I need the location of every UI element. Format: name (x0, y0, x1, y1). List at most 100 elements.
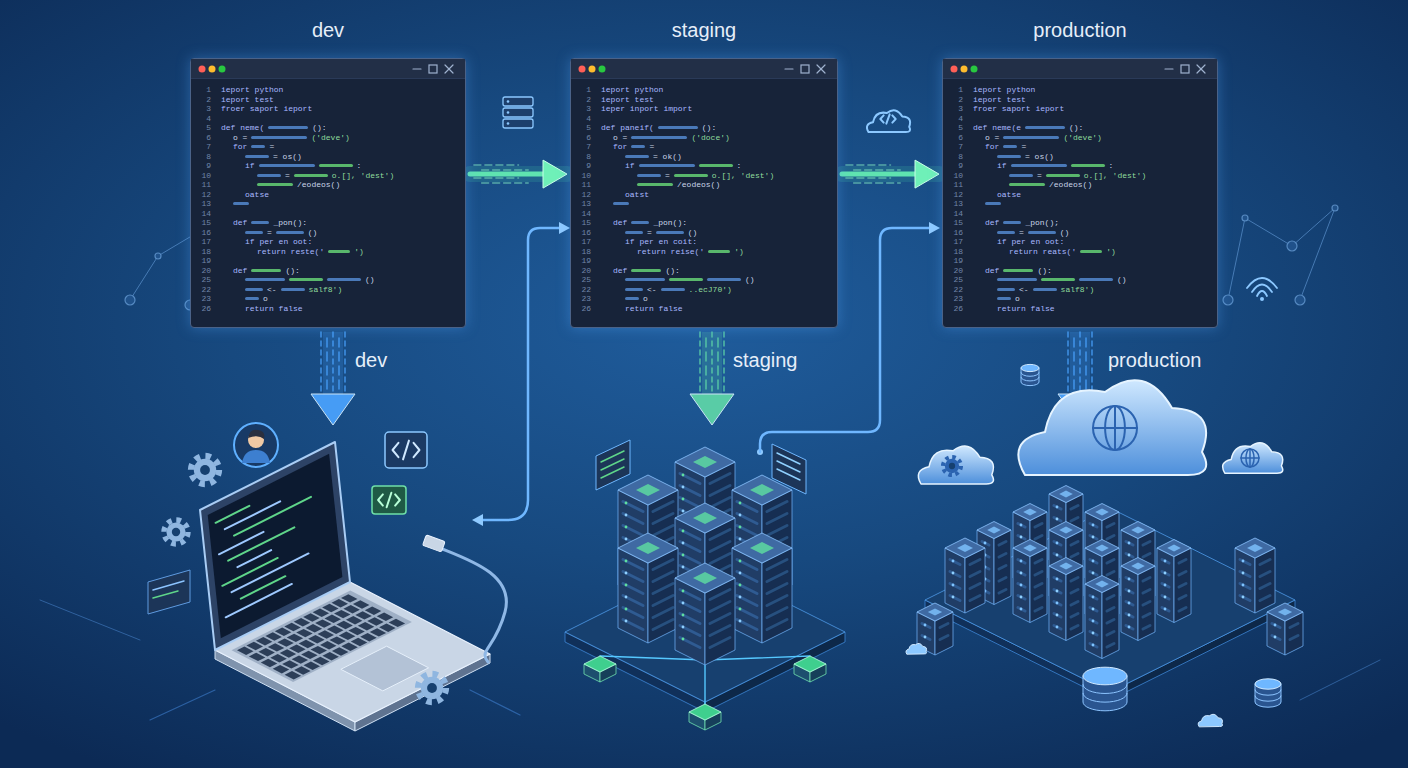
box-top (1235, 538, 1275, 558)
code-line: 18return reats('') (947, 247, 1150, 257)
server-slot (1126, 542, 1133, 546)
route-head (472, 514, 483, 526)
code-line: 8= ok() (575, 152, 778, 162)
flow-streak (1091, 332, 1093, 393)
wifi-arc (1247, 278, 1277, 288)
server-led (1092, 572, 1095, 575)
database-ring (1021, 373, 1039, 377)
server-top-glow (1095, 581, 1109, 588)
arrow-head (543, 160, 567, 188)
cluster-link (704, 660, 705, 704)
code-token: oatse (245, 190, 269, 200)
maximize-control (1181, 65, 1189, 73)
server-led (739, 584, 742, 587)
code-line: 25() (575, 275, 778, 285)
code-token: (): (665, 266, 679, 276)
server-slot (623, 560, 643, 570)
code-bar (1003, 136, 1059, 139)
code-bar (245, 288, 263, 291)
server-slot (1018, 524, 1025, 528)
box-top (689, 704, 721, 720)
server-slot (710, 554, 730, 564)
server-led (1164, 608, 1167, 611)
code-token: ') (1106, 247, 1116, 257)
line-number: 26 (575, 304, 591, 314)
code-token: def paneif( (601, 123, 654, 133)
line-number: 16 (575, 228, 591, 238)
server-slot (653, 596, 673, 606)
server-slot (710, 602, 730, 612)
server-slot (1054, 518, 1061, 522)
server-slot (1054, 626, 1061, 630)
code-token: ..ecJ70') (689, 285, 732, 295)
code-bar (294, 174, 328, 177)
code-bar (276, 231, 304, 234)
flow-streak (1067, 332, 1069, 393)
line-number: 14 (195, 209, 211, 219)
code-token: /eodeos() (297, 180, 340, 190)
code-token: (): (702, 123, 716, 133)
server-led (1092, 560, 1095, 563)
line-number: 4 (947, 114, 963, 124)
server-led (1092, 620, 1095, 623)
server-led (739, 514, 742, 517)
server-top-glow (636, 484, 660, 496)
box-left (1235, 548, 1255, 613)
circuit-line (470, 690, 520, 715)
route-head (559, 222, 570, 234)
code-line: 6o =('deve') (947, 133, 1150, 143)
close-control (445, 65, 453, 73)
code-line: 5def neme(e(): (947, 123, 1150, 133)
code-line: 4 (947, 114, 1150, 124)
server-slot (1179, 608, 1186, 612)
code-line: 10=o.[], 'dest') (947, 171, 1150, 181)
server-slot (1107, 608, 1114, 612)
server-slot (737, 596, 757, 606)
code-token: o = (233, 133, 247, 143)
server-slot (1054, 554, 1061, 558)
cloud-shape (1223, 443, 1283, 473)
minimize-control (1165, 68, 1173, 69)
code-line: 13 (947, 199, 1150, 209)
code-token: = (269, 142, 274, 152)
globe-axis (1114, 406, 1116, 450)
gear-body (166, 522, 185, 541)
server-slot (1071, 518, 1078, 522)
code-line: 26return false (195, 304, 398, 314)
server-top-glow (987, 527, 1001, 534)
server-slot (1107, 572, 1114, 576)
box-right (1030, 548, 1047, 623)
line-number: 12 (195, 190, 211, 200)
server-top-glow (928, 608, 942, 615)
server-slot (1107, 596, 1114, 600)
box-top (1085, 576, 1119, 593)
server-slot (1035, 596, 1042, 600)
server-led (1020, 560, 1023, 563)
code-token: o.[], 'dest') (712, 171, 774, 181)
line-number: 10 (195, 171, 211, 181)
server-slot (1162, 584, 1169, 588)
box-left (1157, 548, 1174, 623)
laptop-deck (215, 582, 490, 722)
code-bar (707, 278, 741, 281)
server-slot (1018, 608, 1025, 612)
code-bar (699, 164, 733, 167)
server-led (1092, 632, 1095, 635)
close-control (445, 65, 453, 73)
server-slot (767, 608, 787, 618)
code-token: = (649, 142, 654, 152)
server-top-glow (1247, 544, 1263, 552)
server-led (1020, 584, 1023, 587)
window-dot-red (199, 66, 206, 73)
cloud-shape (1198, 714, 1222, 726)
server-slot (1240, 596, 1250, 601)
gear-body (945, 459, 959, 473)
arrow-shaft (470, 172, 545, 177)
code-bar (327, 278, 361, 281)
box-top (1121, 522, 1155, 539)
code-bar (658, 126, 698, 129)
minimize-control (785, 68, 793, 69)
line-number: 7 (575, 142, 591, 152)
box-right (648, 548, 678, 643)
code-line: 6o =('doce') (575, 133, 778, 143)
